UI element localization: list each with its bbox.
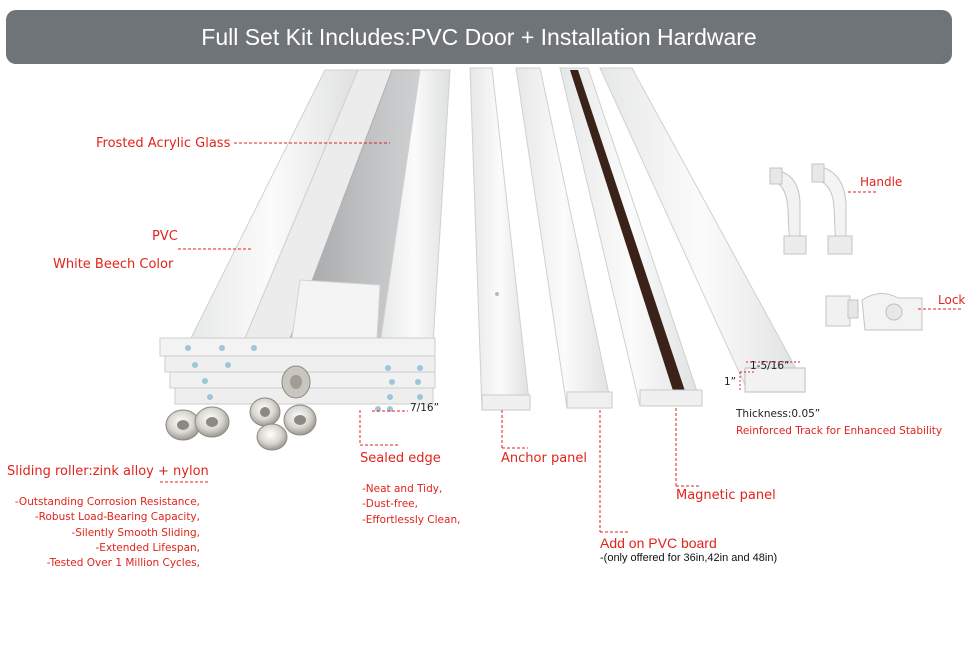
- label-thickness: Thickness:0.05”: [736, 408, 821, 420]
- label-lock: Lock: [938, 293, 966, 307]
- anchor-panel-track: [469, 67, 531, 411]
- handle-hardware: [769, 163, 853, 255]
- roller-feature: -Tested Over 1 Million Cycles,: [46, 557, 200, 570]
- roller-feature: -Silently Smooth Sliding,: [71, 526, 200, 539]
- roller-feature: -Robust Load-Bearing Capacity,: [34, 511, 200, 524]
- label-track-width: 1-5/16”: [750, 360, 790, 372]
- leader-lines: [160, 142, 962, 533]
- reinforced-track: [599, 67, 806, 393]
- roller-feature: -Extended Lifespan,: [95, 541, 200, 554]
- add-on-pvc-board: [515, 67, 613, 409]
- label-thickness-size: 7/16”: [410, 402, 440, 414]
- edge-feature: -Dust-free,: [362, 498, 418, 511]
- edge-feature: -Neat and Tidy,: [362, 483, 443, 495]
- edge-feature: -Effortlessly Clean,: [362, 513, 461, 526]
- magnetic-panel-track: [559, 67, 703, 407]
- label-white-beech: White Beech Color: [53, 257, 174, 272]
- label-anchor-panel: Anchor panel: [501, 451, 588, 466]
- title-banner: Full Set Kit Includes:PVC Door + Install…: [6, 10, 952, 64]
- label-handle: Handle: [860, 175, 903, 189]
- label-add-on: Add on PVC board: [600, 535, 717, 551]
- roller-features-list: -Outstanding Corrosion Resistance, -Robu…: [10, 495, 200, 571]
- label-pvc: PVC: [152, 229, 178, 244]
- label-sliding-roller: Sliding roller:zink alloy + nylon: [7, 464, 209, 479]
- label-sealed-edge: Sealed edge: [360, 451, 441, 466]
- label-magnetic-panel: Magnetic panel: [676, 488, 776, 503]
- roller-feature: -Outstanding Corrosion Resistance,: [14, 496, 200, 508]
- door-panel-assembly: [159, 69, 451, 412]
- banner-title: Full Set Kit Includes:PVC Door + Install…: [201, 24, 757, 50]
- label-reinforced-track: Reinforced Track for Enhanced Stability: [736, 425, 943, 437]
- sliding-rollers: [165, 365, 317, 451]
- label-add-on-note: -(only offered for 36in,42in and 48in): [600, 552, 778, 564]
- label-track-height: 1”: [724, 376, 737, 388]
- lock-hardware: [825, 293, 923, 331]
- label-frosted-glass: Frosted Acrylic Glass: [96, 136, 231, 151]
- edge-features-list: -Neat and Tidy, -Dust-free, -Effortlessl…: [362, 482, 460, 528]
